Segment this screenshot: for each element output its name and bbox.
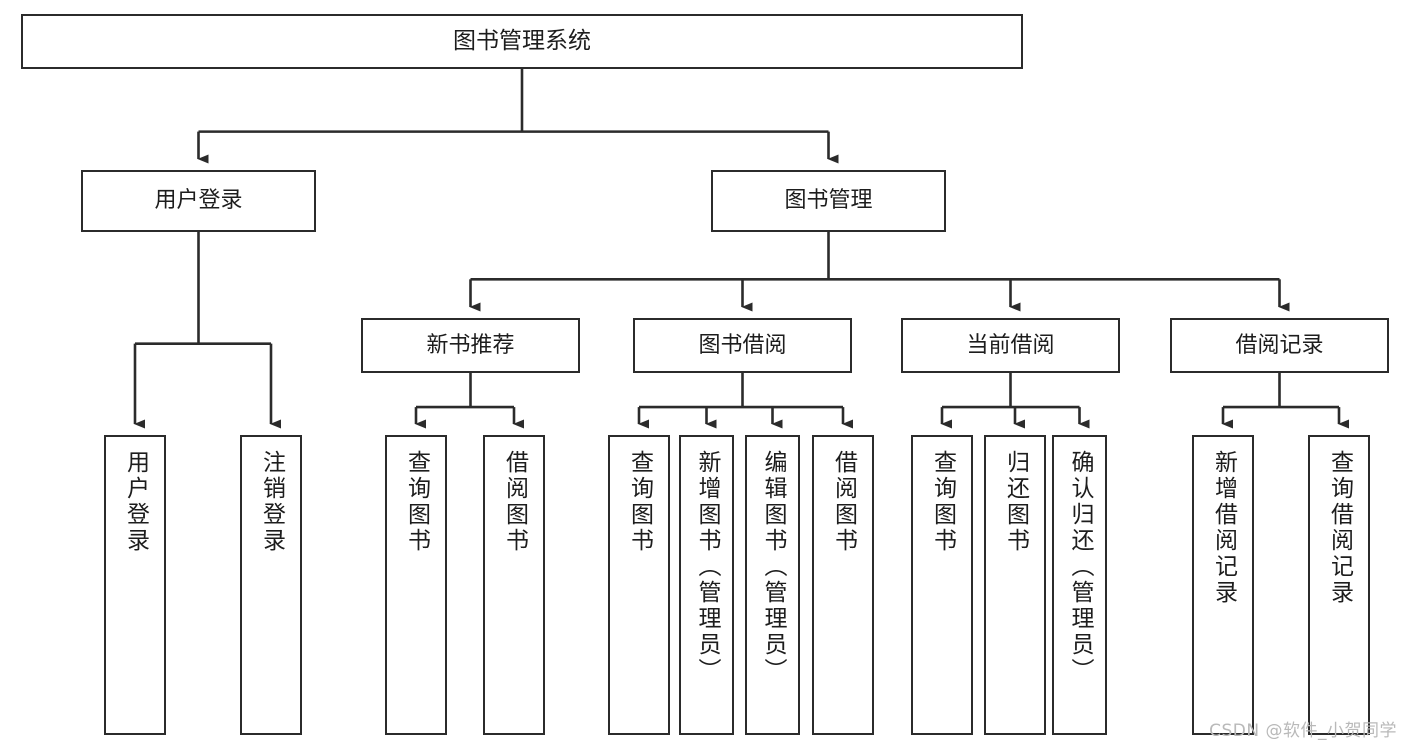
- watermark: CSDN @软件_小贺同学: [1209, 721, 1397, 741]
- node-newrec[interactable]: 新书推荐: [361, 318, 580, 373]
- node-label: 查询借阅记录: [1326, 450, 1353, 606]
- node-label: 图书管理: [784, 188, 873, 214]
- node-l9[interactable]: 查询图书: [911, 435, 973, 735]
- node-l7[interactable]: 编辑图书（管理员）: [745, 435, 800, 735]
- node-l8[interactable]: 借阅图书: [812, 435, 874, 735]
- node-l6[interactable]: 新增图书（管理员）: [679, 435, 734, 735]
- node-label: 编辑图书（管理员）: [760, 450, 786, 684]
- node-label: 用户登录: [122, 450, 149, 554]
- node-login[interactable]: 用户登录: [81, 170, 316, 232]
- node-label: 图书管理系统: [453, 27, 591, 54]
- node-l4[interactable]: 借阅图书: [483, 435, 545, 735]
- node-label: 归还图书: [1002, 450, 1029, 554]
- node-borrow[interactable]: 图书借阅: [633, 318, 852, 373]
- node-l13[interactable]: 查询借阅记录: [1308, 435, 1370, 735]
- node-l1[interactable]: 用户登录: [104, 435, 166, 735]
- node-label: 注销登录: [258, 450, 285, 554]
- node-current[interactable]: 当前借阅: [901, 318, 1120, 373]
- node-label: 新增图书（管理员）: [694, 450, 720, 684]
- node-label: 借阅记录: [1235, 332, 1324, 358]
- node-label: 图书借阅: [698, 332, 787, 358]
- node-label: 当前借阅: [966, 332, 1055, 358]
- node-label: 查询图书: [403, 450, 430, 554]
- node-l12[interactable]: 新增借阅记录: [1192, 435, 1254, 735]
- node-l3[interactable]: 查询图书: [385, 435, 447, 735]
- node-label: 用户登录: [154, 188, 243, 214]
- node-label: 查询图书: [929, 450, 956, 554]
- node-root[interactable]: 图书管理系统: [21, 14, 1023, 69]
- node-label: 借阅图书: [830, 450, 857, 554]
- node-records[interactable]: 借阅记录: [1170, 318, 1389, 373]
- node-label: 新书推荐: [426, 332, 515, 358]
- node-label: 新增借阅记录: [1210, 450, 1237, 606]
- node-l5[interactable]: 查询图书: [608, 435, 670, 735]
- node-bookmgmt[interactable]: 图书管理: [711, 170, 946, 232]
- node-label: 查询图书: [626, 450, 653, 554]
- node-l2[interactable]: 注销登录: [240, 435, 302, 735]
- node-l10[interactable]: 归还图书: [984, 435, 1046, 735]
- node-label: 确认归还（管理员）: [1067, 450, 1093, 684]
- node-l11[interactable]: 确认归还（管理员）: [1052, 435, 1107, 735]
- node-label: 借阅图书: [501, 450, 528, 554]
